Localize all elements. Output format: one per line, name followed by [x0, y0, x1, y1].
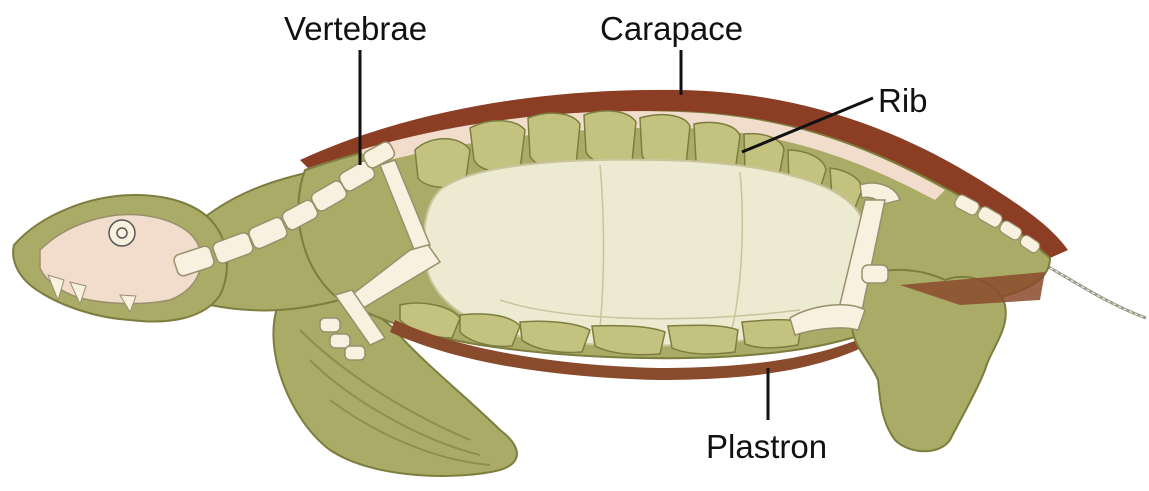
plastron-label: Plastron [706, 430, 827, 463]
vertebrae-label: Vertebrae [284, 12, 427, 45]
tail [1040, 262, 1146, 318]
eye-socket-icon [109, 220, 135, 246]
carapace-label: Carapace [600, 12, 743, 45]
rib-label: Rib [878, 84, 928, 117]
